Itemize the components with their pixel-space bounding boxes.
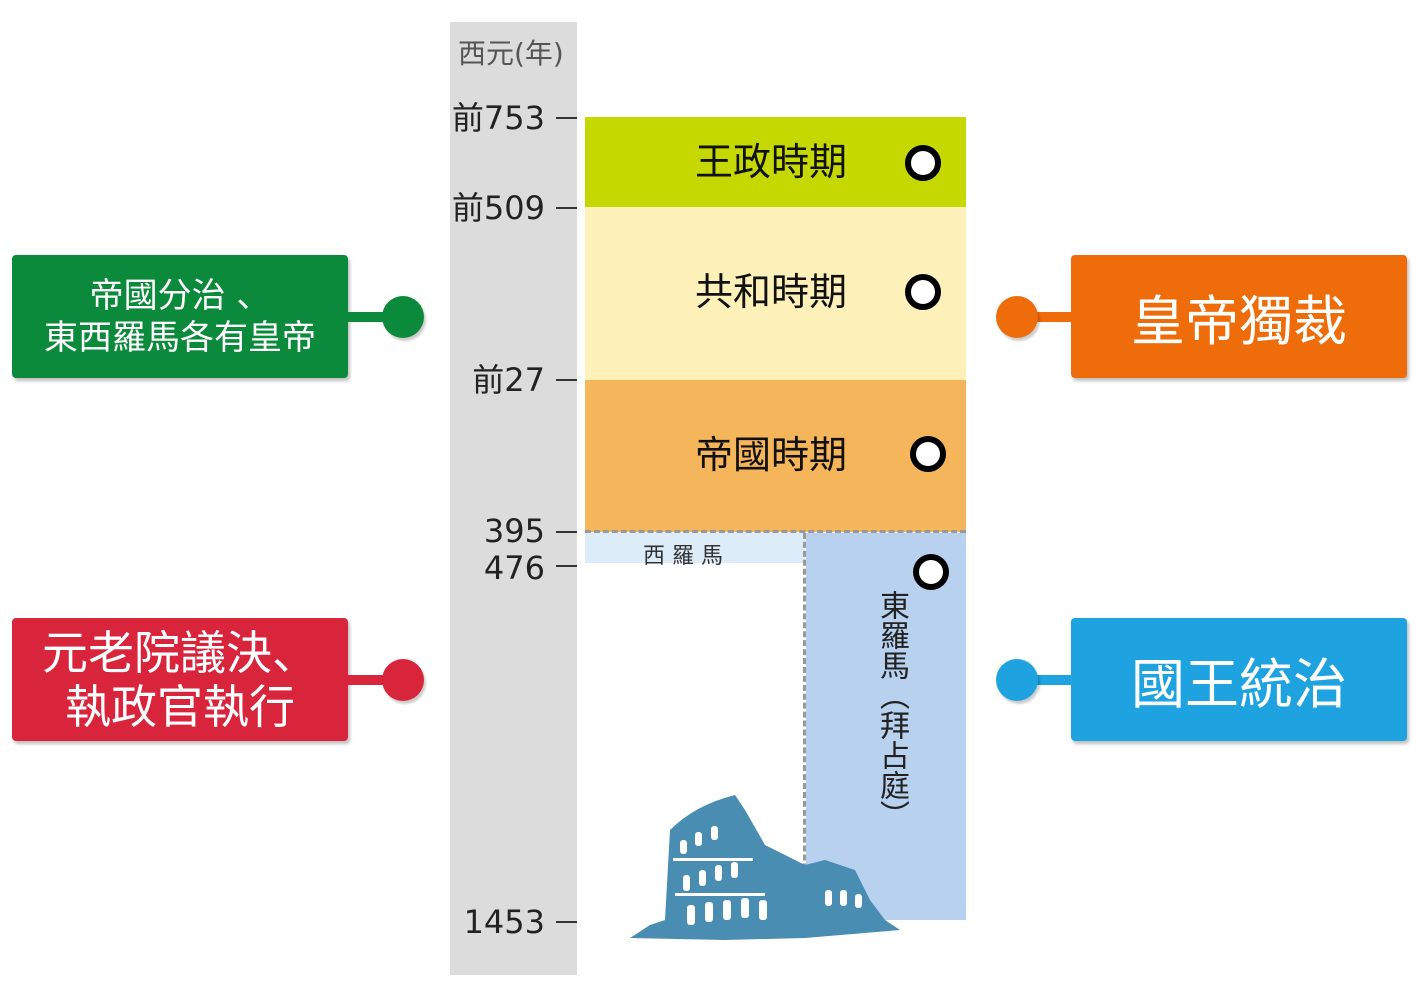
connector-dot — [996, 659, 1038, 701]
band-republic — [585, 207, 966, 380]
ring-marker — [905, 274, 941, 310]
box-line: 帝國分治 、 — [89, 275, 271, 316]
tick-mark — [556, 379, 577, 381]
connector — [1030, 312, 1071, 322]
connector — [348, 312, 388, 322]
band-east-rome — [806, 533, 966, 920]
axis-title: 西元(年) — [458, 37, 564, 70]
colosseum-illustration — [630, 795, 900, 940]
tick-label: 395 — [483, 512, 545, 550]
box-line: 東西羅馬各有皇帝 — [44, 317, 316, 358]
connector-dot — [382, 296, 424, 338]
tick-mark — [556, 207, 577, 209]
box-emperor: 皇帝獨裁 — [1071, 255, 1407, 378]
band-kingdom — [585, 117, 966, 207]
tick-mark — [556, 921, 577, 923]
tick-mark — [556, 531, 577, 533]
ring-marker — [910, 436, 946, 472]
connector-dot — [996, 296, 1038, 338]
divider-dashed — [803, 533, 806, 923]
tick-label: 前509 — [451, 189, 545, 227]
period-label: 王政時期 — [695, 140, 848, 184]
connector — [1030, 675, 1071, 685]
west-rome-label: 西 羅 馬 — [643, 544, 723, 569]
box-label: 皇帝獨裁 — [1131, 290, 1347, 353]
box-line: 元老院議決、 — [42, 625, 318, 680]
tick-label: 前753 — [451, 99, 545, 137]
box-divided-empire: 帝國分治 、 東西羅馬各有皇帝 — [12, 255, 348, 378]
period-label: 共和時期 — [695, 270, 848, 314]
connector-dot — [382, 659, 424, 701]
tick-label: 476 — [483, 549, 545, 587]
tick-label: 1453 — [463, 903, 545, 941]
year-axis — [450, 22, 577, 975]
ring-marker — [905, 145, 941, 181]
tick-mark — [556, 117, 577, 119]
ring-marker — [913, 554, 949, 590]
band-west-rome — [585, 533, 805, 563]
tick-mark — [556, 565, 577, 567]
box-king: 國王統治 — [1071, 618, 1407, 741]
box-senate: 元老院議決、 執政官執行 — [12, 618, 348, 741]
connector — [348, 675, 388, 685]
box-label: 國王統治 — [1131, 653, 1347, 716]
tick-label: 前27 — [472, 361, 545, 399]
box-line: 執政官執行 — [65, 679, 295, 734]
period-label: 帝國時期 — [695, 433, 848, 477]
divider-dashed — [585, 530, 966, 533]
band-empire — [585, 380, 966, 532]
east-rome-label: 東羅馬︵拜占庭︶ — [874, 590, 909, 830]
